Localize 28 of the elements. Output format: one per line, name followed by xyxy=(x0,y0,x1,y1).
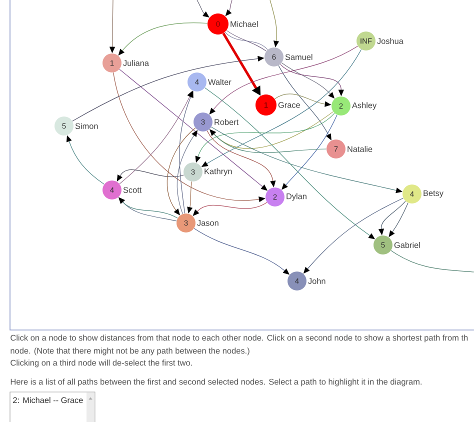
node-label: Kathryn xyxy=(204,168,233,176)
node-label: Michael xyxy=(230,20,259,28)
node-label: Samuel xyxy=(284,53,314,60)
arrow xyxy=(192,202,268,216)
node-label: Natalie xyxy=(346,145,374,152)
instruction-text: Click on a node to show distances from that node to each other node. Click on a second node to show a shortest path from th xyxy=(10,334,468,342)
arrow xyxy=(210,129,327,153)
arrow xyxy=(282,114,338,190)
instruction-text: Clicking on a third node will de-select the first two. xyxy=(10,360,192,368)
node-label: Simon xyxy=(74,122,99,130)
arrow xyxy=(166,128,196,216)
path-listbox: 2: Michael -- Grace xyxy=(10,392,96,422)
node-label: Dylan xyxy=(286,192,308,202)
instruction-text: Here is a list of all paths between the first and second selected nodes. Select a path to highlight it in the diagram. xyxy=(10,378,422,386)
node-label: Robert xyxy=(214,118,240,126)
node-label: Walter xyxy=(208,78,232,86)
node-label: John xyxy=(308,277,326,284)
arrow xyxy=(278,65,332,140)
node-label: Jason xyxy=(196,220,220,226)
node-label: Juliana xyxy=(122,59,150,66)
node-label: Grace xyxy=(278,102,301,108)
instruction-text: node. (Note that there might not be any path between the nodes.) xyxy=(10,348,250,356)
connector-line xyxy=(390,250,474,272)
node-label: Scott xyxy=(122,186,142,194)
node-label: Betsy xyxy=(422,190,444,198)
node-label: Joshua xyxy=(376,37,404,44)
node-label: Gabriel xyxy=(394,241,421,248)
node-label: Ashley xyxy=(352,102,378,110)
